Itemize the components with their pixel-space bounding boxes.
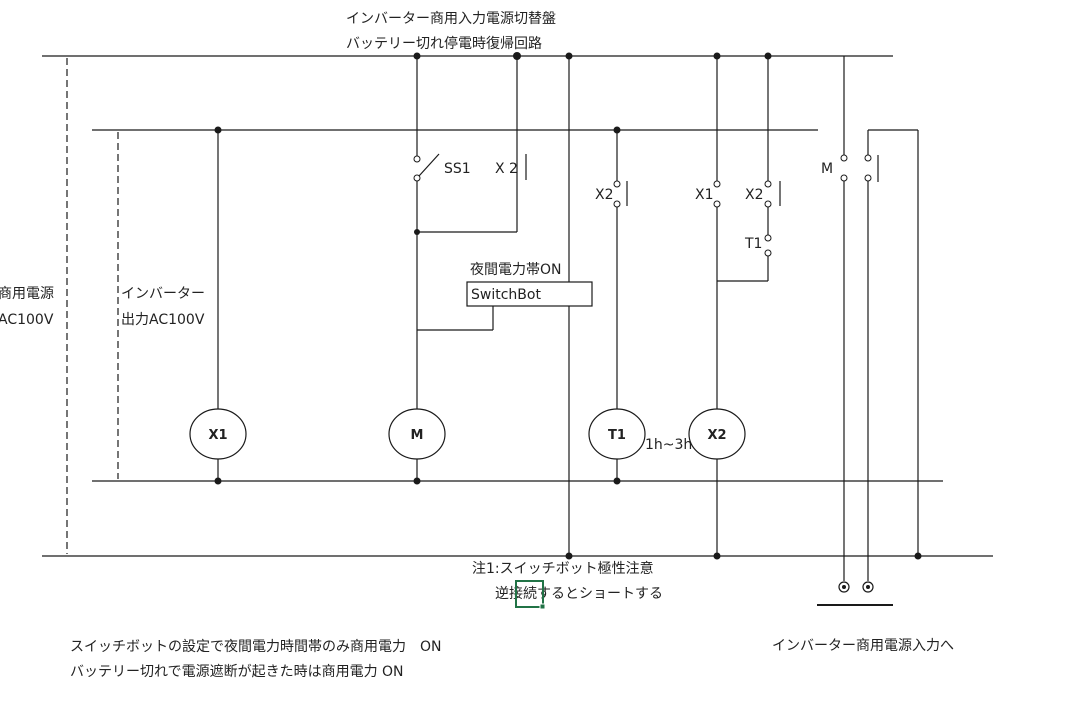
switchbot-box xyxy=(466,281,593,307)
rung-m xyxy=(413,52,521,485)
inverter-source-voltage: 出力AC100V xyxy=(121,312,205,328)
output-terminals xyxy=(817,581,893,606)
contact-x2-holding-label: X 2 xyxy=(495,161,518,177)
output-label: インバーター商用電源入力へ xyxy=(772,638,954,654)
commercial-source-label: 商用電源 xyxy=(0,286,54,302)
commercial-source-voltage: AC100V xyxy=(0,312,54,328)
coil-x1-label: X1 xyxy=(208,428,227,443)
contact-x2-series: X2 xyxy=(745,180,781,208)
contact-x2-series-label: X2 xyxy=(745,187,764,203)
contact-x2-t1-label: X2 xyxy=(595,187,614,203)
coil-x2: X2 xyxy=(688,408,746,460)
rung-t1 xyxy=(613,126,621,485)
coil-m: M xyxy=(388,408,446,460)
inverter-source-label: インバーター xyxy=(121,286,205,302)
contact-t1-label: T1 xyxy=(744,236,762,252)
title-line-2: バッテリー切れ停電時復帰回路 xyxy=(346,35,542,52)
contact-x1-label: X1 xyxy=(695,187,714,203)
selected-cell-cursor[interactable] xyxy=(515,580,544,608)
switch-ss1: SS1 xyxy=(413,153,471,182)
contact-m-output: M xyxy=(821,56,922,581)
contact-m-label: M xyxy=(821,161,833,177)
rung-x1 xyxy=(214,126,222,485)
contact-x2-holding: X 2 xyxy=(495,154,527,180)
coil-t1-label: T1 xyxy=(608,428,626,443)
coil-m-label: M xyxy=(411,428,424,443)
note-line-2: 逆接続するとショートする xyxy=(495,585,663,602)
contact-t1: T1 xyxy=(744,234,772,257)
switch-ss1-label: SS1 xyxy=(444,161,471,177)
note-line-1: 注1:スイッチボット極性注意 xyxy=(472,560,654,577)
selected-cell-handle[interactable] xyxy=(539,603,546,610)
coil-t1: T1 xyxy=(588,408,646,460)
switchbot-box-label: SwitchBot xyxy=(471,287,541,303)
bottom-note-line-2: バッテリー切れで電源遮断が起きた時は商用電力 ON xyxy=(70,664,404,680)
contact-x2-t1: X2 xyxy=(595,180,628,208)
commercial-vertical-569 xyxy=(565,52,573,560)
coil-x2-label: X2 xyxy=(707,428,726,443)
title-line-1: インバーター商用入力電源切替盤 xyxy=(346,11,556,27)
contact-x1: X1 xyxy=(695,180,721,208)
bottom-note-line-1: スイッチボットの設定で夜間電力時間帯のみ商用電力 ON xyxy=(70,639,442,655)
timer-range-label: 1h~3h xyxy=(645,437,692,453)
switchbot-caption: 夜間電力帯ON xyxy=(470,262,562,278)
coil-x1: X1 xyxy=(189,408,247,460)
rung-x2 xyxy=(713,52,772,560)
